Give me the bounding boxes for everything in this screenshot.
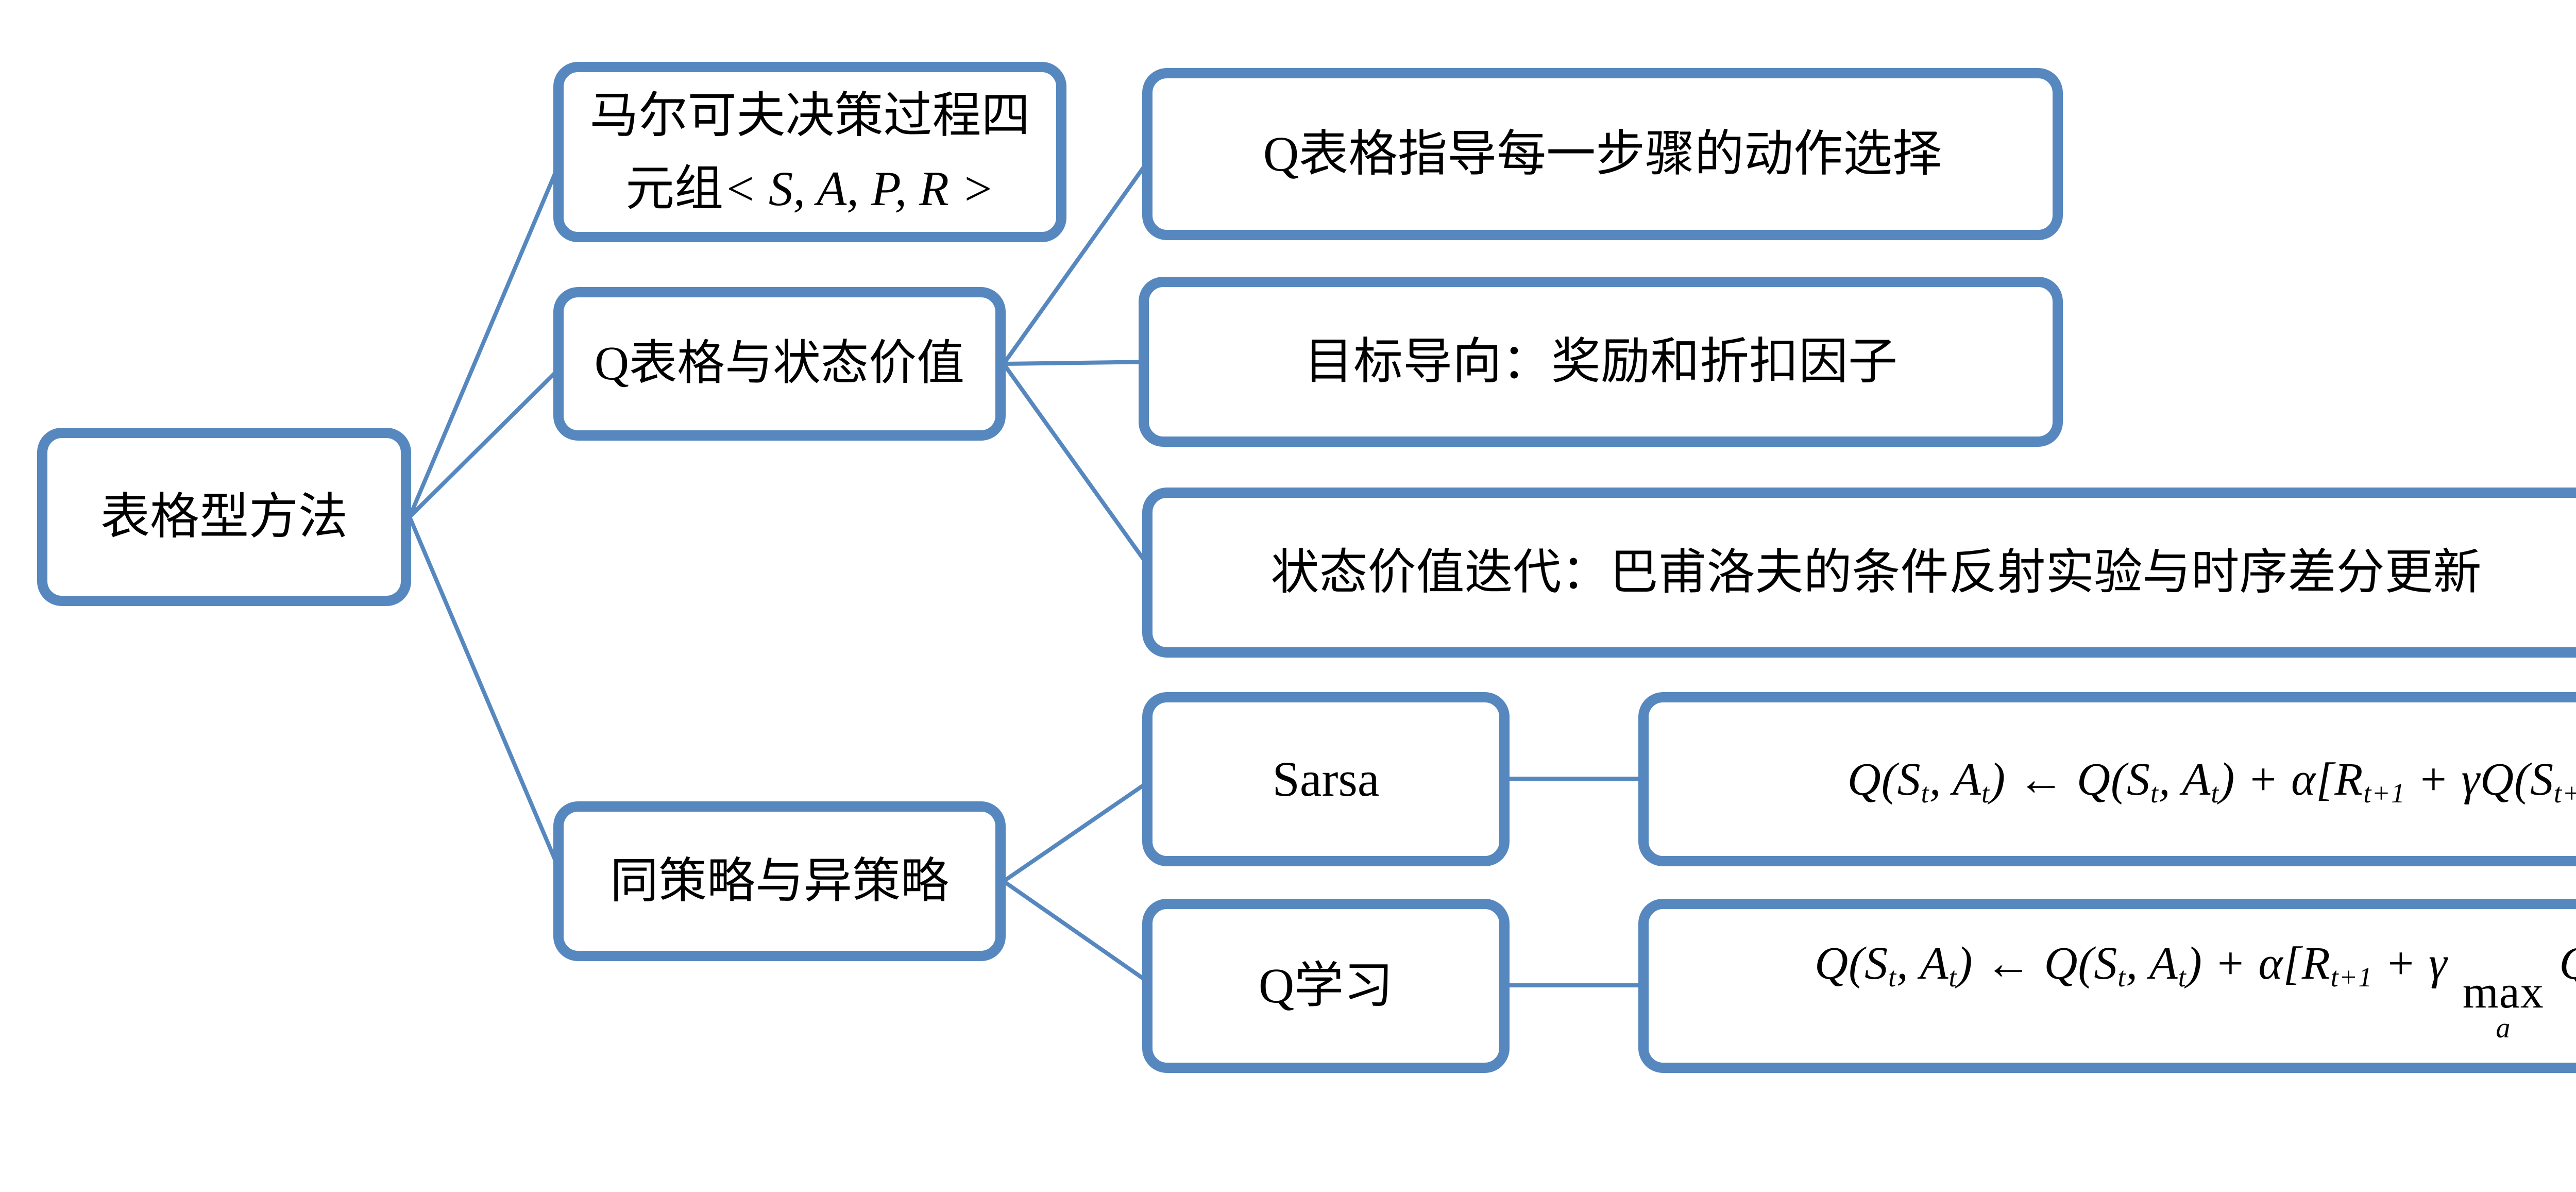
node-goal-oriented-label: 目标导向：奖励和折扣因子 <box>1304 334 1897 389</box>
node-mdp-tuple-math: < S, A, P, R > <box>723 161 994 216</box>
node-value-iteration[interactable]: 状态价值迭代：巴甫洛夫的条件反射实验与时序差分更新 <box>1142 488 2576 658</box>
node-sarsa[interactable]: Sarsa <box>1142 692 1510 866</box>
node-goal-oriented[interactable]: 目标导向：奖励和折扣因子 <box>1139 277 2063 447</box>
node-on-off-policy[interactable]: 同策略与异策略 <box>553 801 1006 961</box>
edge-root-qtable <box>408 362 566 518</box>
edge-root-mdp <box>408 151 566 518</box>
edge-root-policy <box>408 516 566 882</box>
node-root-label: 表格型方法 <box>100 489 348 544</box>
node-mdp-tuple[interactable]: 马尔可夫决策过程四元组< S, A, P, R > <box>553 62 1066 242</box>
node-value-iteration-label: 状态价值迭代：巴甫洛夫的条件反射实验与时序差分更新 <box>1270 545 2482 599</box>
edge-qtable-s1 <box>1002 153 1155 365</box>
edge-policy-sarsa <box>1002 777 1155 883</box>
edge-qtable-s2 <box>1003 360 1154 366</box>
node-sarsa-label: Sarsa <box>1272 751 1380 807</box>
node-mdp-label-zh: 马尔可夫决策过程四元组 <box>589 88 1030 216</box>
node-root[interactable]: 表格型方法 <box>37 428 411 606</box>
sarsa-update-formula: Q(St, At) ← Q(St, At) + α[Rt+1 + γQ(St+1… <box>1847 753 2576 809</box>
node-action-selection-label: Q表格指导每一步骤的动作选择 <box>1263 126 1942 181</box>
node-sarsa-formula[interactable]: Q(St, At) ← Q(St, At) + α[Rt+1 + γQ(St+1… <box>1638 692 2576 866</box>
edge-policy-qlearn <box>1002 879 1155 987</box>
node-mdp-label: 马尔可夫决策过程四元组< S, A, P, R > <box>564 79 1056 226</box>
edge-qtable-s3 <box>1002 362 1155 574</box>
node-action-selection[interactable]: Q表格指导每一步骤的动作选择 <box>1142 68 2063 240</box>
node-qtable-state-value[interactable]: Q表格与状态价值 <box>553 287 1006 441</box>
node-qlearning-label: Q学习 <box>1258 958 1394 1013</box>
node-qtable-label: Q表格与状态价值 <box>594 337 965 391</box>
node-qlearning[interactable]: Q学习 <box>1142 899 1510 1073</box>
node-on-off-policy-label: 同策略与异策略 <box>609 854 949 908</box>
